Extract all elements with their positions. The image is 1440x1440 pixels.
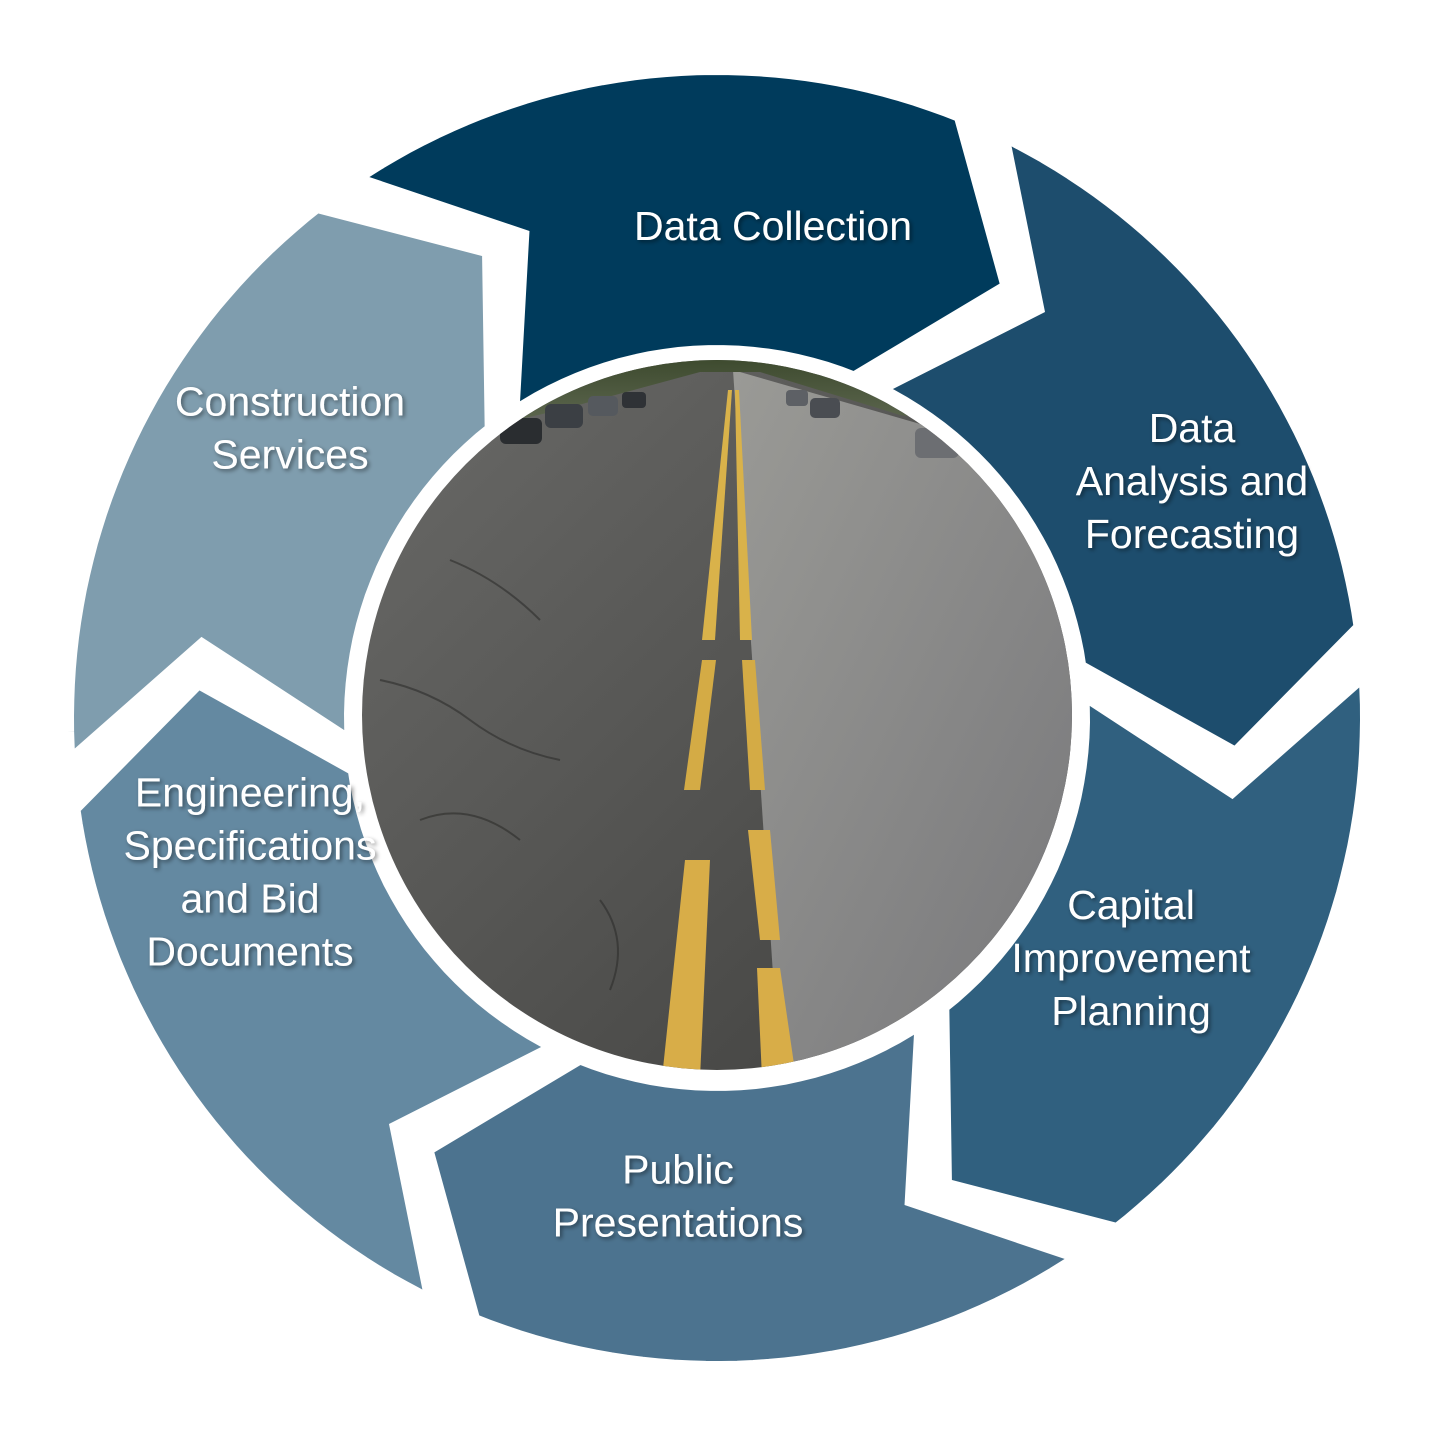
segment-label-line: Presentations: [553, 1200, 804, 1246]
segment-label-line: Construction: [175, 379, 405, 425]
segment-label-line: Public: [622, 1147, 734, 1193]
pavement-cracks: [379, 559, 619, 991]
center-road-photo: [351, 349, 1083, 1081]
segment-label-line: Data: [1149, 405, 1236, 451]
double-yellow-line: [662, 390, 796, 1070]
segment-label-line: Services: [211, 432, 368, 478]
segment-label-line: and Bid: [180, 876, 319, 922]
segment-label-line: Specifications: [124, 823, 377, 869]
segment-label-line: Capital: [1067, 882, 1195, 928]
parked-cars-left: [500, 392, 646, 444]
segment-capital-improvement-planning: [935, 657, 1375, 1238]
segment-label-line: Documents: [146, 929, 353, 975]
segment-label-line: Analysis and: [1076, 458, 1308, 504]
segment-engineering-specifications-and-bid-documents: [65, 672, 573, 1315]
cycle-segments: [59, 60, 1375, 1376]
segment-label-line: Planning: [1051, 988, 1211, 1034]
segment-label-line: Data Collection: [634, 203, 912, 249]
segment-label-line: Engineering,: [135, 770, 365, 816]
segment-label-line: Forecasting: [1085, 511, 1299, 557]
segment-public-presentations: [418, 1008, 1097, 1376]
segment-label-1: Data Collection: [634, 203, 912, 249]
segment-label-line: Improvement: [1011, 935, 1251, 981]
